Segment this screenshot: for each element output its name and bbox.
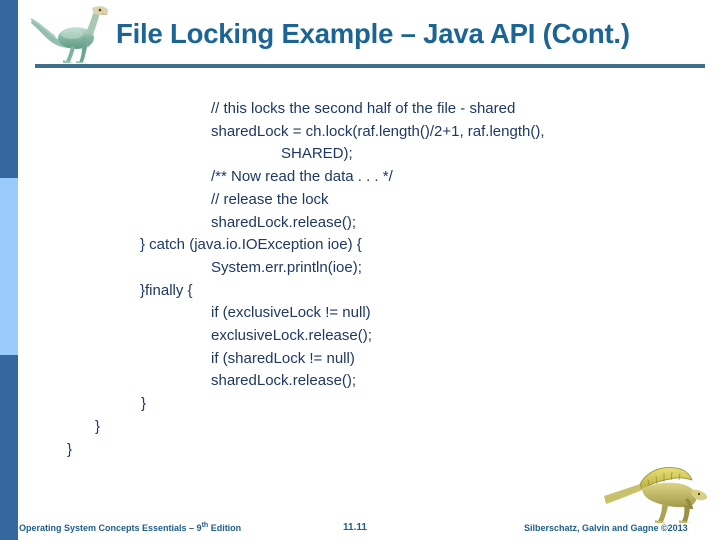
code-line: sharedLock.release(); (211, 213, 357, 231)
sidebar-segment-bottom (0, 355, 18, 540)
footer-edition-text: Operating System Concepts Essentials – 9 (19, 523, 202, 533)
code-listing: // this locks the second half of the fil… (0, 98, 720, 461)
code-line: } (67, 440, 73, 458)
sidebar-accent-bar (0, 0, 18, 540)
footer-page-number: 11.11 (343, 522, 367, 533)
sidebar-segment-middle (0, 178, 18, 355)
footer-edition-ordinal: th (201, 522, 209, 529)
code-line: sharedLock.release(); (211, 372, 357, 390)
footer-copyright: Silberschatz, Galvin and Gagne ©2013 (524, 523, 688, 533)
code-line: SHARED); (281, 145, 353, 163)
code-line: sharedLock = ch.lock(raf.length()/2+1, r… (211, 122, 545, 140)
code-line: } catch (java.io.IOException ioe) { (140, 236, 362, 254)
code-line: } (141, 395, 147, 413)
code-line: if (exclusiveLock != null) (211, 304, 371, 322)
code-line: System.err.println(ioe); (211, 258, 362, 276)
code-line: exclusiveLock.release(); (211, 327, 372, 345)
code-line: if (sharedLock != null) (211, 349, 355, 367)
spinosaurus-icon (600, 462, 710, 524)
code-line: // release the lock (211, 190, 329, 208)
footer-edition-label: Operating System Concepts Essentials – 9… (19, 522, 242, 533)
footer-edition-suffix: Edition (208, 523, 242, 533)
code-line: }finally { (140, 281, 193, 299)
code-line: /** Now read the data . . . */ (211, 168, 393, 186)
title-underline-rule (35, 64, 705, 68)
sidebar-segment-top (0, 0, 18, 178)
dinosaur-icon (26, 2, 112, 64)
page-title: File Locking Example – Java API (Cont.) (116, 18, 630, 49)
code-line: // this locks the second half of the fil… (211, 100, 516, 117)
code-line: } (95, 417, 101, 435)
